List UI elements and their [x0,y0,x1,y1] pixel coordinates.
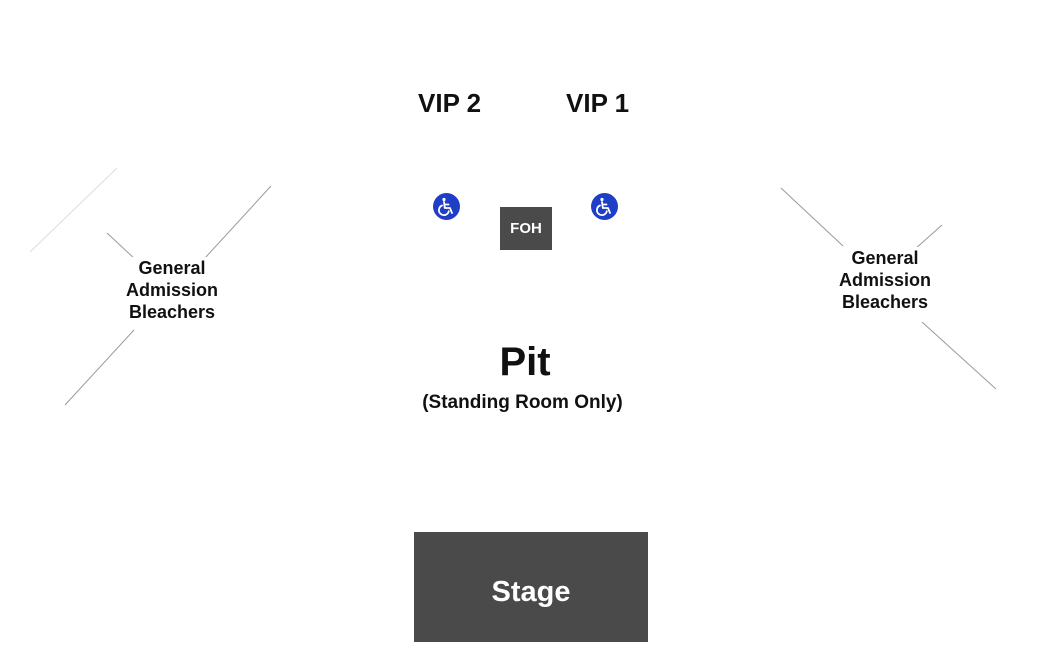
general-admission-bleachers-right[interactable]: General Admission Bleachers [820,247,950,313]
ga-left-line-3: Bleachers [128,302,216,322]
ga-right-line-2: Admission [838,270,931,290]
foh-booth[interactable]: FOH [500,207,552,250]
left-bleacher-line-faint [29,167,118,253]
ga-right-line-1: General [851,248,919,268]
ga-left-line-1: General [138,258,206,278]
left-bleacher-line-upper-left [106,232,137,261]
right-bleacher-line-upper-left [780,187,844,247]
vip-1-label: VIP 1 [566,88,630,118]
left-bleacher-line-lower [64,329,135,406]
general-admission-bleachers-left[interactable]: General Admission Bleachers [107,257,237,323]
pit-subtitle: (Standing Room Only) [422,392,623,413]
right-bleacher-line-lower [921,321,997,390]
left-bleacher-line-upper-right [204,185,272,259]
stage[interactable]: Stage [414,532,648,642]
wheelchair-icon[interactable] [433,193,460,220]
right-bleacher-line-upper-right [914,224,943,250]
ga-left-line-2: Admission [125,280,218,300]
ga-right-line-3: Bleachers [841,292,929,312]
vip-2-label: VIP 2 [418,88,482,118]
pit-title: Pit [499,340,551,384]
wheelchair-icon[interactable] [591,193,618,220]
